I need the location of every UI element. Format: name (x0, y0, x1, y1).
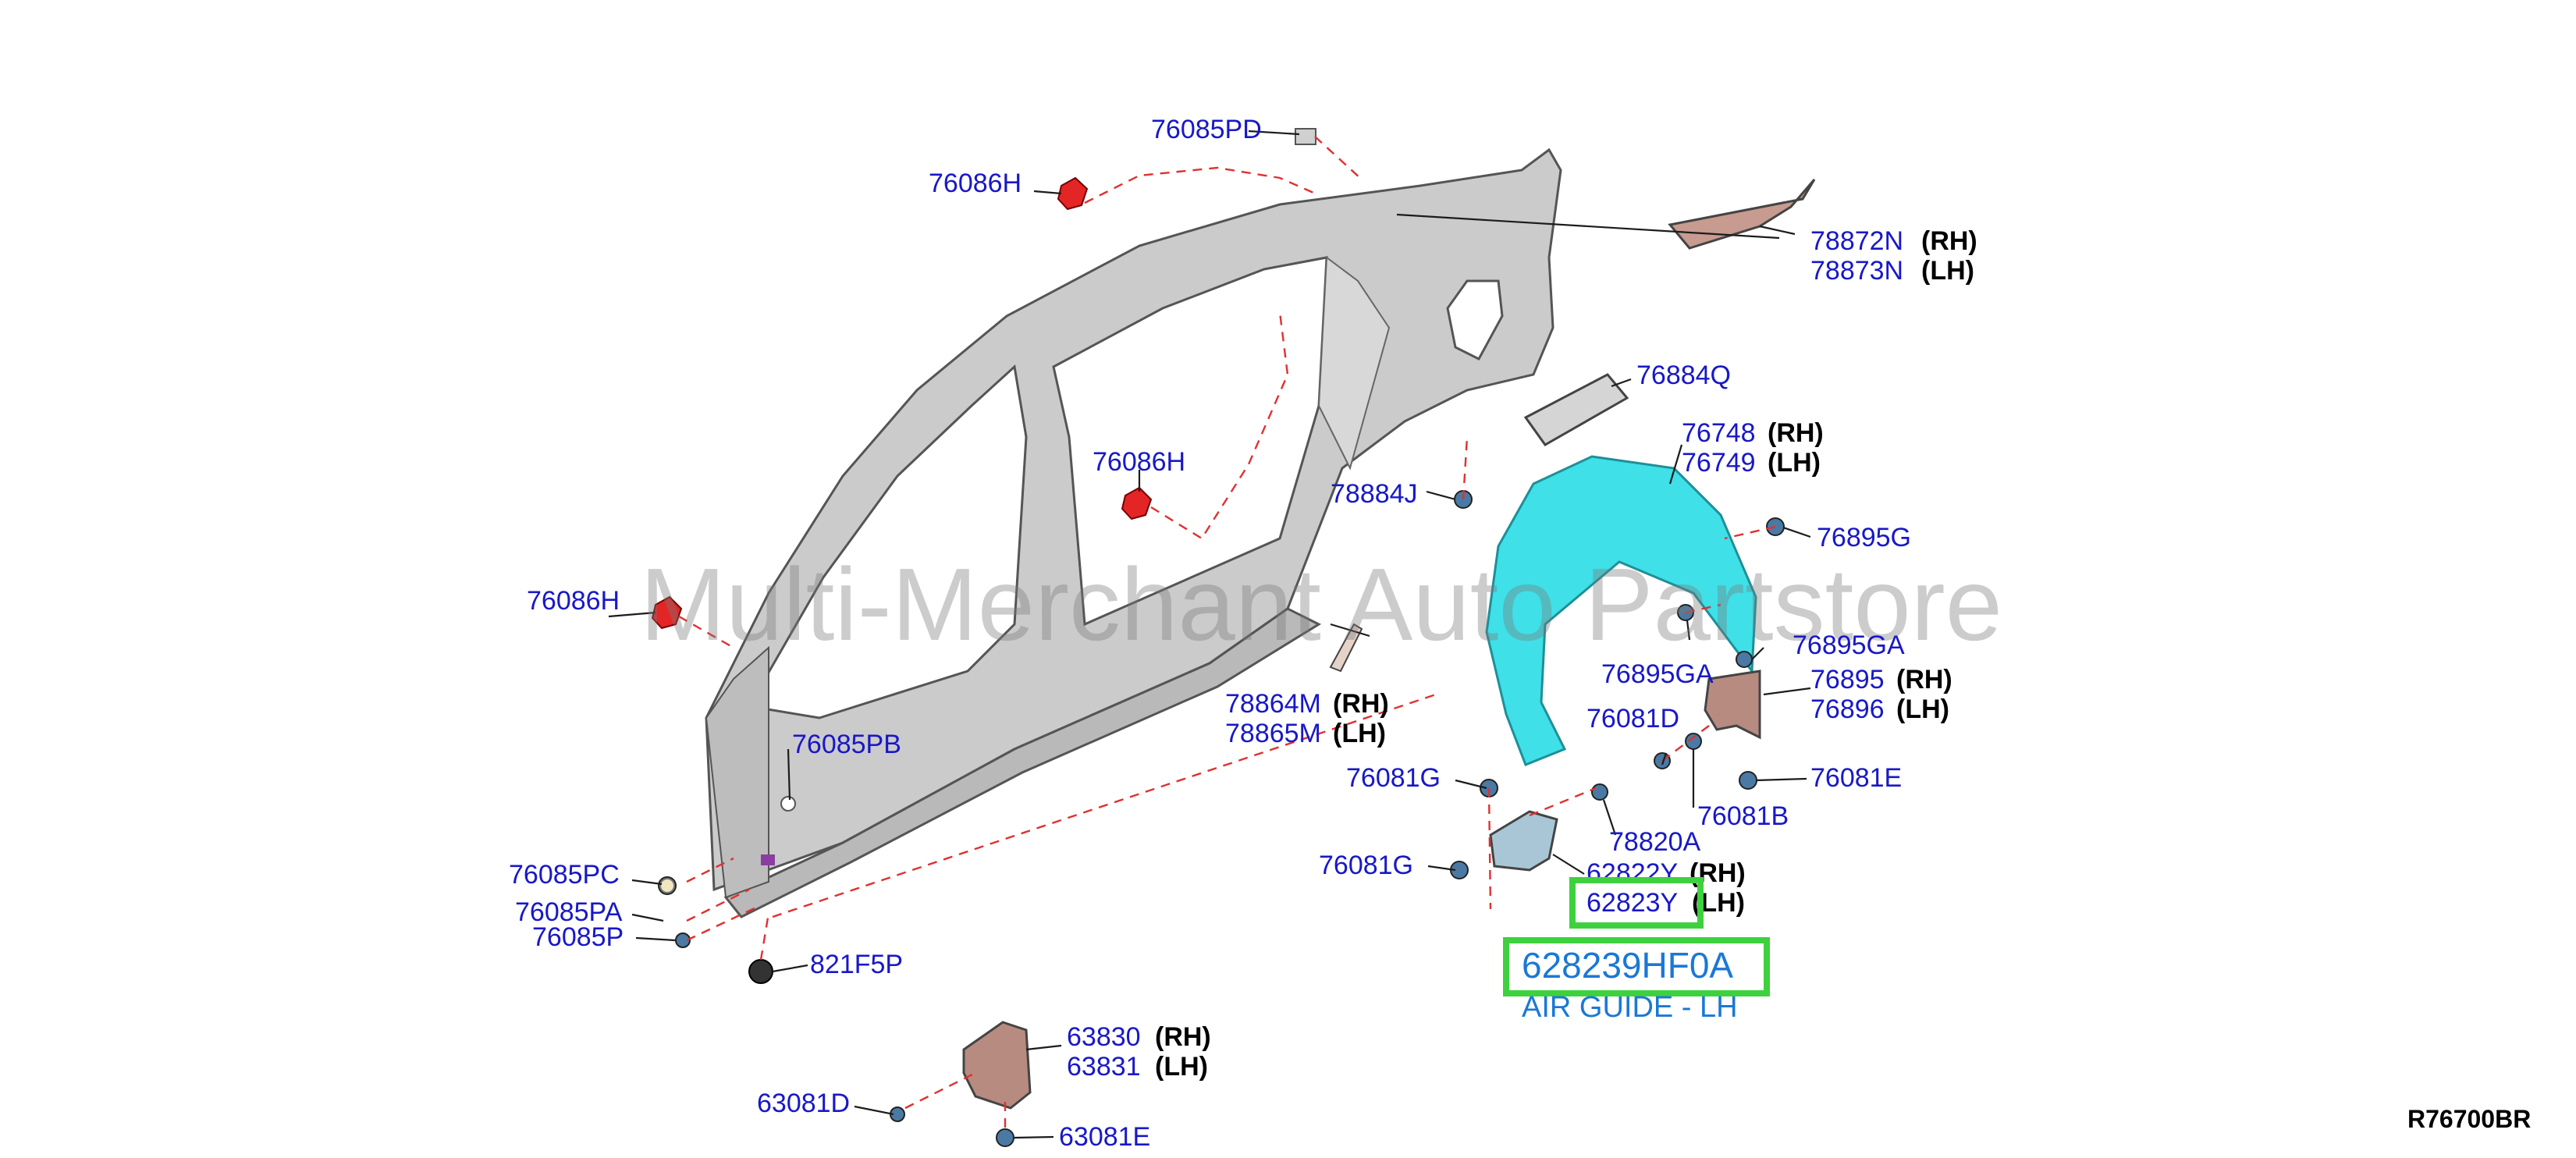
front-mud-guard (962, 1021, 1032, 1110)
callout-label[interactable]: 63081E (1059, 1122, 1150, 1152)
callout-label[interactable]: 76895GA (1601, 659, 1714, 689)
callout-label[interactable]: 78872N (1810, 226, 1903, 256)
callout-side: (RH) (1768, 418, 1824, 448)
callout-label[interactable]: 62822Y (1586, 858, 1678, 888)
callout-label[interactable]: 78873N (1810, 256, 1903, 286)
vent-grille (1523, 373, 1629, 446)
callout-label[interactable]: 63831 (1067, 1052, 1141, 1082)
callout-side: (RH) (1155, 1022, 1211, 1052)
clip-pc (659, 878, 675, 893)
highlight-part-number[interactable]: 628239HF0A (1522, 945, 1733, 986)
callout-side: (RH) (1921, 226, 1977, 256)
plug-cap (748, 959, 773, 984)
body-side-outer-panel (705, 147, 1562, 918)
callout-label[interactable]: 63081D (757, 1089, 850, 1118)
callout-label[interactable]: 76081E (1810, 763, 1902, 793)
callout-side: (LH) (1896, 694, 1949, 724)
splash-flap (1704, 670, 1761, 740)
callout-label[interactable]: 62823Y (1586, 888, 1678, 918)
callout-side: (RH) (1333, 689, 1389, 719)
callout-label[interactable]: 76748 (1682, 418, 1756, 448)
callout-label[interactable]: 76086H (929, 169, 1022, 198)
callout-label[interactable]: 76085PB (792, 730, 901, 759)
callout-label[interactable]: 76749 (1682, 448, 1756, 478)
callout-label[interactable]: 76895 (1810, 665, 1885, 694)
diagram-code: R76700BR (2407, 1105, 2531, 1133)
sill-trim-strip (1329, 623, 1363, 673)
clip-top (1295, 128, 1316, 145)
callout-side: (RH) (1896, 665, 1952, 694)
callout-label[interactable]: 76085PA (515, 897, 623, 927)
callout-label[interactable]: 76086H (527, 586, 620, 616)
callout-label[interactable]: 821F5P (810, 950, 903, 979)
callout-label[interactable]: 76085P (532, 922, 624, 952)
callout-label[interactable]: 78864M (1225, 689, 1321, 719)
callout-label[interactable]: 76081D (1586, 704, 1679, 734)
watermark: Multi-Merchant Auto Partstore (640, 547, 2002, 662)
rear-pillar-trim-strip (1668, 179, 1816, 250)
callout-labels: 76085PD 76086H 78872N (RH) 78873N (LH) 7… (509, 115, 1977, 1152)
callout-label[interactable]: 76085PC (509, 860, 620, 890)
highlight-box-small (1569, 877, 1704, 929)
callout-label[interactable]: 78820A (1609, 827, 1701, 857)
callout-label[interactable]: 76086H (1093, 447, 1185, 477)
seal-cap-hex-3 (651, 595, 683, 630)
callout-side: (LH) (1333, 719, 1386, 748)
callout-label[interactable]: 76895GA (1793, 631, 1905, 660)
callout-label[interactable]: 78865M (1225, 719, 1321, 748)
callout-label[interactable]: 76081B (1697, 801, 1789, 831)
callout-label[interactable]: 76884Q (1636, 361, 1731, 390)
leader-lines (608, 130, 1811, 1139)
seal-cap-hex-1 (1057, 176, 1089, 211)
callout-side: (LH) (1921, 256, 1974, 286)
highlight-box-part (1503, 937, 1770, 996)
callout-side: (LH) (1768, 448, 1821, 478)
wheel-house-liner (1485, 455, 1757, 766)
callout-label[interactable]: 76896 (1810, 694, 1885, 724)
air-guide-part (1489, 810, 1558, 872)
callout-side: (LH) (1155, 1052, 1208, 1082)
callout-label[interactable]: 78884J (1331, 479, 1418, 509)
highlight-description: AIR GUIDE - LH (1522, 991, 1738, 1024)
callout-label[interactable]: 63830 (1067, 1022, 1141, 1052)
callout-label[interactable]: 76085PD (1151, 115, 1262, 144)
assembly-lines (678, 136, 1776, 1128)
callout-label[interactable]: 76081G (1319, 851, 1413, 880)
callout-label[interactable]: 76895G (1817, 523, 1911, 552)
callout-label[interactable]: 76081G (1346, 763, 1441, 793)
